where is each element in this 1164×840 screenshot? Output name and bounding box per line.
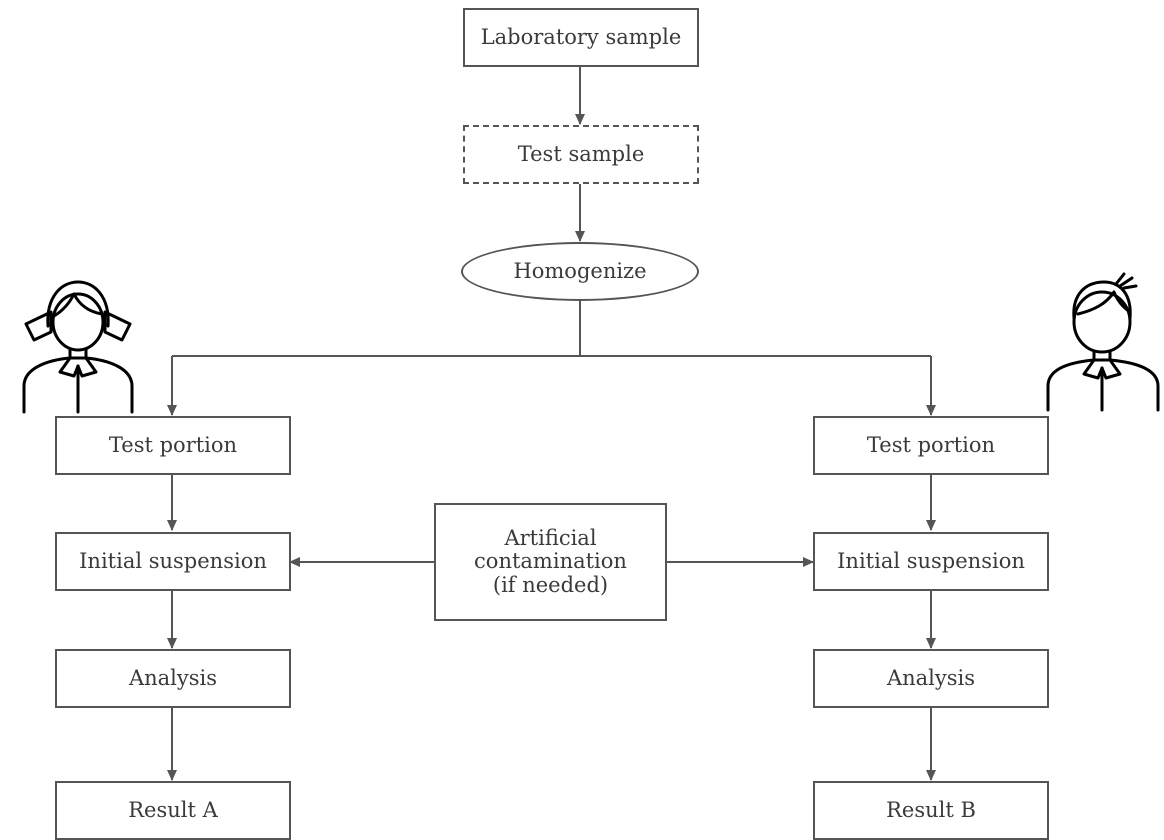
test-sample-label: Test sample — [517, 141, 645, 166]
result-a-label: Result A — [128, 797, 218, 822]
homogenize-ellipse: Homogenize — [461, 242, 699, 301]
result-a-box: Result A — [55, 781, 291, 840]
left-analysis-box: Analysis — [55, 649, 291, 708]
right-initial-suspension-label: Initial suspension — [837, 548, 1025, 573]
laboratory-sample-box: Laboratory sample — [463, 8, 699, 67]
right-analysis-box: Analysis — [813, 649, 1049, 708]
artificial-contamination-line2: contamination — [474, 549, 627, 574]
artificial-contamination-line1: Artificial — [504, 526, 597, 551]
artificial-contamination-box: Artificial contamination (if needed) — [434, 503, 667, 621]
right-test-portion-label: Test portion — [866, 432, 996, 457]
left-initial-suspension-label: Initial suspension — [79, 548, 267, 573]
left-analysis-label: Analysis — [128, 665, 218, 690]
test-sample-box: Test sample — [463, 125, 699, 184]
right-test-portion-box: Test portion — [813, 416, 1049, 475]
artificial-contamination-line3: (if needed) — [492, 572, 609, 597]
right-initial-suspension-box: Initial suspension — [813, 532, 1049, 591]
left-initial-suspension-box: Initial suspension — [55, 532, 291, 591]
left-test-portion-box: Test portion — [55, 416, 291, 475]
girl-person-icon — [22, 280, 134, 414]
boy-person-icon — [1046, 272, 1160, 412]
laboratory-sample-label: Laboratory sample — [480, 24, 682, 49]
left-test-portion-label: Test portion — [108, 432, 238, 457]
homogenize-label: Homogenize — [513, 258, 647, 283]
result-b-box: Result B — [813, 781, 1049, 840]
result-b-label: Result B — [886, 797, 976, 822]
right-analysis-label: Analysis — [886, 665, 976, 690]
